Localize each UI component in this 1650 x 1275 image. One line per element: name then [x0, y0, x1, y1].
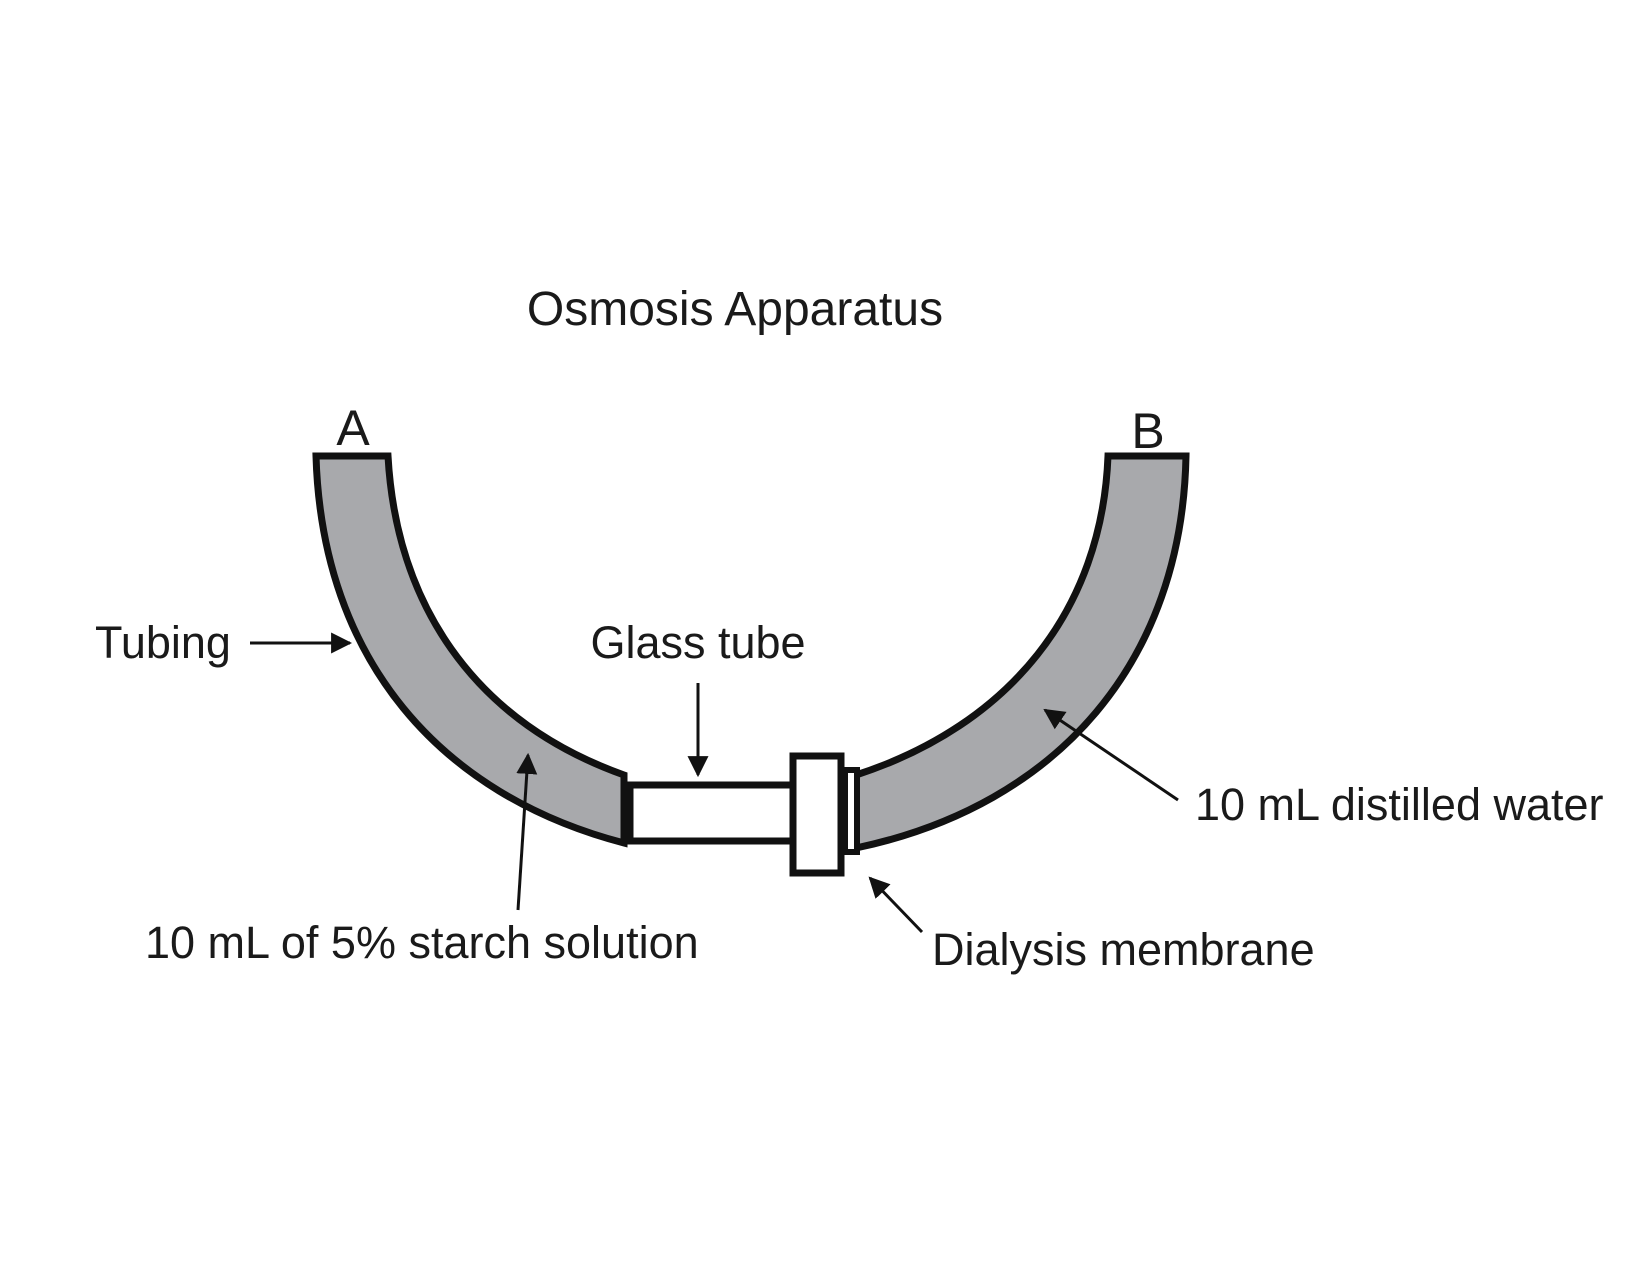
glass-tube [626, 781, 804, 845]
dialysis-membrane-arrow [868, 876, 924, 934]
end-label-a: A [336, 400, 370, 456]
starch-solution-arrow [516, 752, 538, 911]
left-tubing [312, 452, 628, 848]
starch-solution-label: 10 mL of 5% starch solution [145, 917, 699, 968]
dialysis-membrane [842, 767, 860, 855]
membrane-clamp [789, 752, 845, 877]
right-tubing [852, 452, 1190, 853]
glass-tube-label: Glass tube [590, 617, 805, 668]
diagram-title: Osmosis Apparatus [527, 283, 943, 336]
end-label-b: B [1131, 403, 1164, 459]
distilled-water-arrow [1043, 708, 1179, 802]
tubing-label: Tubing [95, 617, 231, 668]
distilled-water-label: 10 mL distilled water [1195, 779, 1604, 830]
dialysis-membrane-label: Dialysis membrane [932, 924, 1315, 975]
